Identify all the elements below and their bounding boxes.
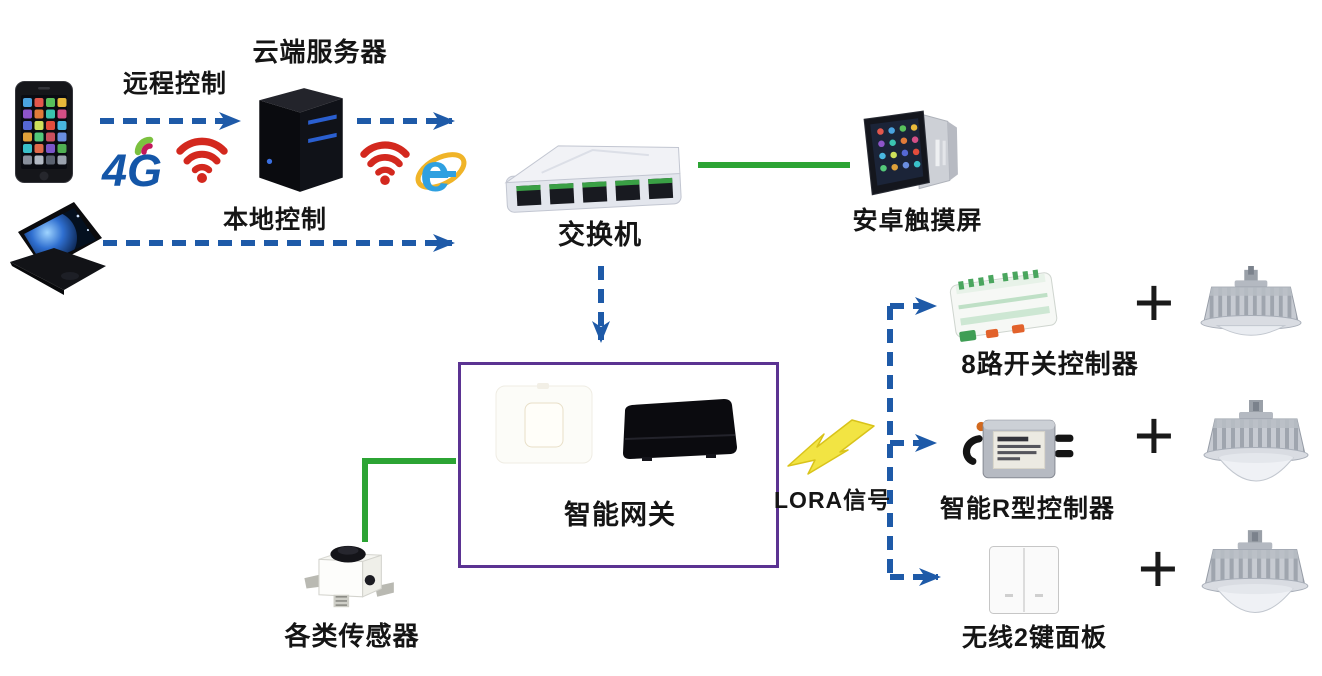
4g-icon: 4G (101, 136, 162, 196)
cloud-server (250, 84, 350, 198)
laptop-icon (10, 202, 106, 295)
local-control-label: 本地控制 (222, 206, 327, 234)
gateway-label: 智能网关 (564, 500, 676, 530)
controller-8ch-icon (949, 269, 1058, 342)
smartphone (14, 80, 74, 184)
gateway-black-box (618, 390, 740, 470)
gateway-black-box-icon (623, 399, 737, 461)
network-switch-icon (504, 145, 682, 213)
controller-8ch-label: 8路开关控制器 (961, 349, 1139, 379)
lora-lightning (786, 416, 878, 478)
controller-r-label: 智能R型控制器 (939, 495, 1116, 523)
4g-logo: 4G (101, 130, 168, 196)
wireless-panel-icon (989, 546, 1059, 614)
led-lamp-2 (1195, 400, 1317, 508)
sensor (294, 534, 398, 618)
touchscreen-label: 安卓触摸屏 (852, 207, 983, 235)
gateway-white-device-icon (495, 383, 593, 464)
led-lamp-1 (1192, 266, 1310, 370)
controller-8ch (945, 261, 1065, 356)
gateway-white-device (495, 383, 593, 465)
sensors-label: 各类传感器 (284, 621, 420, 651)
smart-gateway-box (458, 362, 779, 568)
wireless-panel-label: 无线2键面板 (962, 624, 1107, 652)
green-link-sensor-gateway (362, 458, 456, 542)
ie-browser: e (414, 134, 468, 203)
controller-r-icon (962, 419, 1074, 479)
switch-label: 交换机 (558, 220, 642, 250)
cloud-server-label: 云端服务器 (252, 37, 388, 67)
plus-icon: + (1133, 396, 1175, 474)
sensor-icon (304, 545, 394, 608)
plus-icon: + (1137, 529, 1179, 607)
wifi-2 (360, 136, 410, 192)
server-icon (259, 88, 343, 192)
4g-text: 4G (101, 145, 162, 196)
wireless-panel (988, 545, 1060, 615)
led-lamp-3 (1193, 530, 1317, 640)
led-lamp-icon (1203, 400, 1309, 482)
plus-icon: + (1133, 263, 1175, 341)
laptop (8, 196, 114, 298)
controller-r (958, 408, 1078, 488)
remote-control-label: 远程控制 (122, 70, 227, 98)
touchscreen-app-grid (877, 124, 921, 172)
touchscreen-icon (863, 110, 958, 196)
led-lamp-icon (1200, 266, 1302, 336)
wifi-icon (360, 136, 410, 190)
smartphone-icon (15, 81, 73, 183)
lora-label: LORA信号 (774, 487, 892, 513)
smartphone-app-grid (23, 98, 67, 165)
network-switch (500, 131, 688, 225)
lightning-icon (787, 419, 875, 475)
wifi-1 (176, 132, 228, 190)
android-touchscreen (858, 108, 962, 204)
wifi-icon (176, 132, 228, 188)
switch-ports (516, 177, 674, 207)
led-lamp-icon (1201, 530, 1309, 613)
ie-browser-icon: e (415, 143, 467, 203)
